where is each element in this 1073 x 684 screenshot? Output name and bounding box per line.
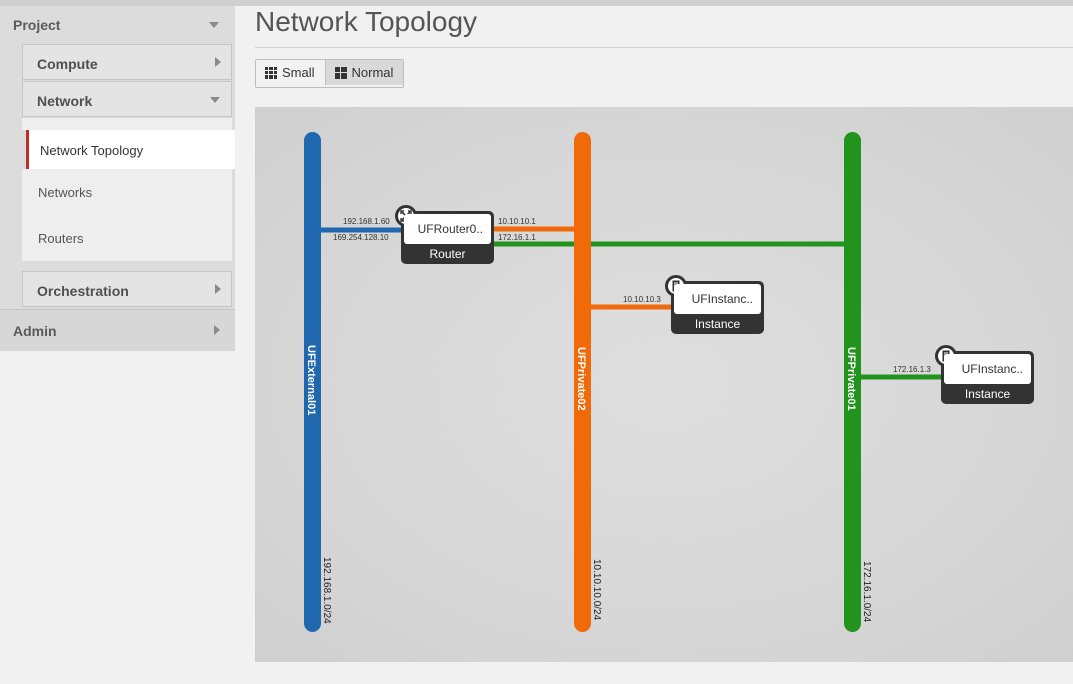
chevron-right-icon: [215, 57, 221, 67]
chevron-right-icon: [215, 284, 221, 294]
router-type: Router: [429, 247, 466, 261]
ip-instance1: 10.10.10.3: [623, 295, 661, 304]
sidebar-item-admin[interactable]: Admin: [0, 309, 235, 351]
ip-router-external-1: 192.168.1.60: [343, 217, 390, 226]
network-name-private02: UFPrivate02: [575, 347, 587, 411]
normal-view-label: Normal: [351, 65, 394, 80]
normal-view-button[interactable]: Normal: [324, 60, 404, 85]
ip-router-private01: 172.16.1.1: [498, 233, 536, 242]
grid-normal-icon: [334, 66, 347, 79]
view-size-toggle: Small Normal: [255, 59, 405, 88]
sidebar-compute-label: Compute: [37, 56, 98, 72]
sidebar-admin-label: Admin: [13, 323, 57, 339]
sidebar-item-orchestration[interactable]: Orchestration: [22, 271, 232, 307]
chevron-down-icon: [209, 22, 219, 28]
small-view-label: Small: [282, 65, 315, 80]
topology-svg: UFExternal01 UFPrivate02 UFPrivate01 192…: [304, 132, 943, 632]
ip-router-private02: 10.10.10.1: [498, 217, 536, 226]
sidebar: Project Compute Network Network Topology…: [0, 6, 235, 351]
router-node[interactable]: UFRouter0.. Router: [395, 205, 494, 264]
instance1-type: Instance: [694, 317, 741, 331]
sidebar-item-compute[interactable]: Compute: [22, 44, 232, 80]
network-bar-external01[interactable]: [304, 132, 321, 632]
sidebar-item-network[interactable]: Network: [22, 81, 232, 117]
grid-small-icon: [265, 66, 277, 79]
sidebar-spacer: [22, 118, 232, 130]
sidebar-item-networks[interactable]: Networks: [22, 169, 232, 215]
instance-node-1[interactable]: UFInstanc.. Instance: [665, 275, 764, 334]
ip-router-external-2: 169.254.128.10: [333, 233, 389, 242]
sidebar-networks-label: Networks: [38, 185, 93, 200]
top-bar: [0, 0, 1073, 6]
page-title: Network Topology: [255, 6, 478, 37]
instance2-name: UFInstanc..: [944, 354, 1031, 384]
sidebar-network-label: Network: [37, 93, 93, 109]
network-bar-private01[interactable]: [844, 132, 861, 632]
network-cidr-private02: 10.10.10.0/24: [591, 559, 602, 621]
chevron-right-icon: [214, 325, 220, 335]
network-cidr-private01: 172.16.1.0/24: [861, 561, 872, 623]
topology-canvas: UFExternal01 UFPrivate02 UFPrivate01 192…: [255, 107, 1073, 662]
sidebar-project-label: Project: [13, 17, 61, 33]
instance-node-2[interactable]: UFInstanc.. Instance: [935, 345, 1034, 404]
sidebar-project-header[interactable]: Project: [0, 6, 235, 43]
router-name: UFRouter0..: [404, 214, 491, 244]
small-view-button[interactable]: Small: [256, 60, 325, 85]
ip-instance2: 172.16.1.3: [893, 365, 931, 374]
sidebar-orchestration-label: Orchestration: [37, 283, 129, 299]
sidebar-item-routers[interactable]: Routers: [22, 215, 232, 261]
network-bar-private02[interactable]: [574, 132, 591, 632]
network-name-external01: UFExternal01: [305, 345, 317, 415]
chevron-down-icon: [210, 97, 220, 103]
title-divider: [255, 47, 1073, 48]
sidebar-network-topology-label: Network Topology: [40, 143, 144, 158]
instance2-type: Instance: [964, 387, 1011, 401]
sidebar-routers-label: Routers: [38, 231, 84, 246]
instance1-name: UFInstanc..: [674, 284, 761, 314]
network-cidr-external01: 192.168.1.0/24: [321, 557, 332, 624]
sidebar-item-network-topology[interactable]: Network Topology: [26, 130, 235, 169]
network-name-private01: UFPrivate01: [845, 347, 857, 411]
